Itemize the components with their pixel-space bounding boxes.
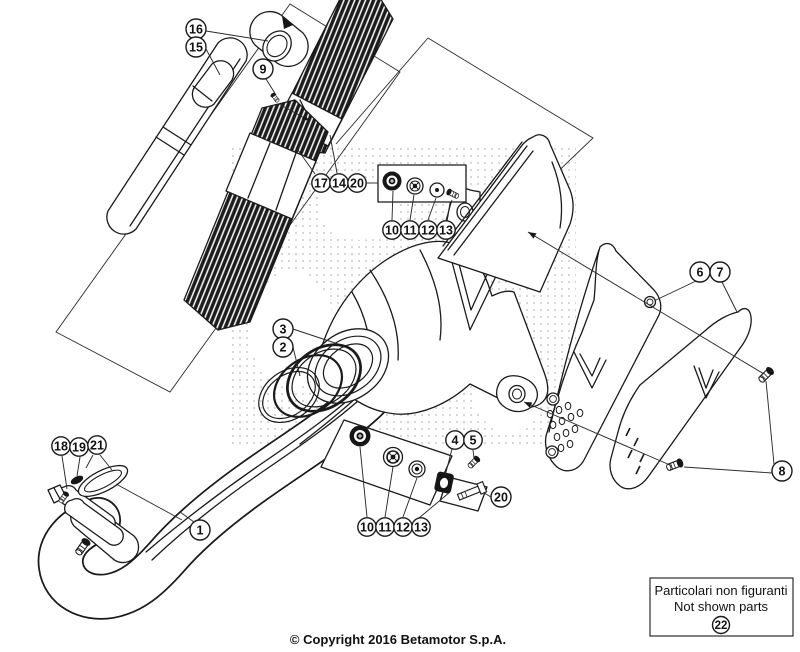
end-cap (249, 10, 309, 68)
svg-text:5: 5 (470, 434, 477, 448)
callout-10-lower[interactable]: 10 (357, 517, 377, 537)
callout-21[interactable]: 21 (87, 435, 107, 455)
rubber-mount (434, 471, 454, 494)
copyright-text: © Copyright 2016 Betamotor S.p.A. (290, 632, 506, 647)
svg-text:11: 11 (378, 521, 391, 535)
callout-13-upper[interactable]: 13 (436, 220, 456, 240)
svg-text:12: 12 (396, 521, 410, 535)
heat-shield-perforated (544, 242, 662, 472)
svg-text:17: 17 (314, 177, 328, 191)
callout-17[interactable]: 17 (311, 173, 331, 193)
callout-12-lower[interactable]: 12 (393, 517, 413, 537)
callout-19[interactable]: 19 (69, 437, 89, 457)
callout-6[interactable]: 6 (689, 261, 711, 283)
svg-text:20: 20 (350, 177, 364, 191)
callout-18[interactable]: 18 (51, 436, 71, 456)
callout-3[interactable]: 3 (272, 318, 294, 340)
svg-text:18: 18 (54, 440, 68, 454)
hardware-box-lower (320, 419, 488, 512)
callout-15[interactable]: 15 (185, 36, 207, 58)
callout-22[interactable]: 22 (711, 615, 731, 635)
hardware-box-upper (377, 164, 467, 203)
heat-shield-outer (609, 307, 752, 490)
svg-text:22: 22 (715, 620, 728, 632)
callout-14[interactable]: 14 (329, 173, 349, 193)
callout-12-upper[interactable]: 12 (418, 220, 438, 240)
note-line2: Not shown parts (674, 599, 768, 614)
svg-text:10: 10 (385, 224, 399, 238)
callout-10-upper[interactable]: 10 (382, 220, 402, 240)
note-box: Particolari non figuranti Not shown part… (649, 577, 794, 637)
svg-text:14: 14 (332, 177, 346, 191)
svg-text:2: 2 (280, 341, 287, 355)
svg-text:16: 16 (189, 23, 203, 37)
svg-text:7: 7 (717, 266, 724, 280)
callout-20-upper[interactable]: 20 (347, 173, 367, 193)
callout-8[interactable]: 8 (771, 460, 793, 482)
svg-text:11: 11 (403, 224, 416, 238)
svg-text:20: 20 (494, 491, 508, 505)
svg-text:10: 10 (360, 521, 374, 535)
svg-text:3: 3 (280, 323, 287, 337)
note-line1: Particolari non figuranti (655, 583, 788, 598)
callouts: 16 15 9 17 14 20 10 11 12 13 3 2 6 7 18 … (51, 18, 793, 541)
callout-1[interactable]: 1 (189, 519, 211, 541)
gasket-ring (77, 464, 129, 498)
flange-group (47, 464, 183, 564)
svg-text:13: 13 (414, 521, 428, 535)
callout-4[interactable]: 4 (445, 430, 465, 450)
callout-2[interactable]: 2 (272, 336, 294, 358)
leader-lines (61, 30, 775, 523)
svg-text:1: 1 (197, 524, 204, 538)
callout-5[interactable]: 5 (463, 430, 483, 450)
svg-text:13: 13 (439, 224, 453, 238)
callout-11-lower[interactable]: 11 (375, 517, 395, 537)
shield-screw-lower (664, 457, 685, 473)
sleeve-ring (191, 60, 235, 108)
callout-7[interactable]: 7 (709, 261, 731, 283)
svg-text:9: 9 (260, 63, 267, 77)
callout-11-upper[interactable]: 11 (400, 220, 420, 240)
svg-text:6: 6 (697, 266, 704, 280)
svg-text:19: 19 (72, 441, 86, 455)
silencer-sleeve-lower (183, 99, 329, 331)
svg-text:21: 21 (90, 439, 104, 453)
svg-text:4: 4 (452, 434, 459, 448)
silencer-can (437, 134, 574, 293)
callout-16[interactable]: 16 (185, 18, 207, 40)
svg-text:15: 15 (189, 41, 203, 55)
mount-bolt (456, 480, 488, 501)
callout-13-lower[interactable]: 13 (411, 517, 431, 537)
inlet-rings (258, 328, 390, 424)
o-ring (70, 475, 84, 485)
svg-text:12: 12 (421, 224, 435, 238)
svg-text:8: 8 (779, 465, 786, 479)
callout-9[interactable]: 9 (252, 58, 274, 80)
callout-20-lower[interactable]: 20 (490, 486, 512, 508)
